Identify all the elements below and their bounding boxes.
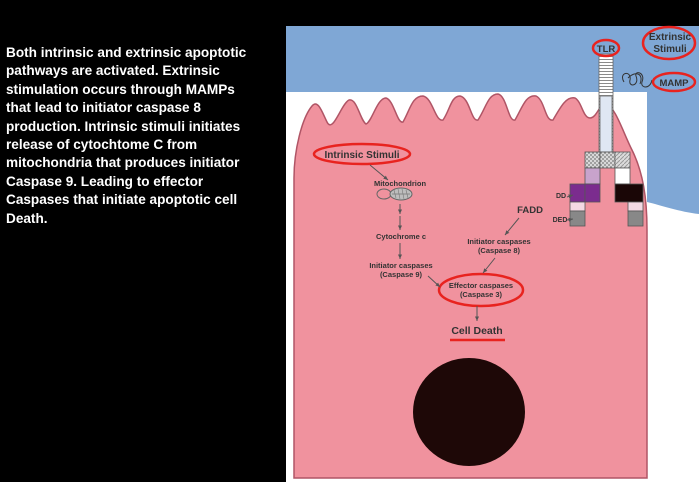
effector-label: Effector caspases <box>449 281 513 290</box>
tlr-highlight <box>591 38 621 58</box>
fadd-label: FADD <box>517 205 543 216</box>
caption-line: that lead to initiator caspase 8 <box>6 100 201 116</box>
receptor-block <box>569 183 586 203</box>
caption-line: mitochondria that produces initiator <box>6 155 240 171</box>
mitochondrion-label: Mitochondrion <box>374 179 426 188</box>
extrinsic-stimuli-highlight <box>641 25 697 61</box>
receptor-block <box>614 167 631 185</box>
arrow <box>566 194 574 199</box>
extracellular-space <box>286 26 699 214</box>
mitochondrion <box>376 187 413 201</box>
cell-death-label: Cell Death <box>451 325 502 337</box>
caption-line: release of cytochtome C from <box>6 137 198 153</box>
arrow <box>566 217 574 222</box>
receptor-block <box>614 183 644 203</box>
mamp-molecule <box>622 72 653 88</box>
tlr-label: TLR <box>597 44 616 55</box>
arrow <box>427 275 441 288</box>
extrinsic-stimuli-label: Extrinsic <box>649 32 692 43</box>
arrow <box>369 164 389 181</box>
receptor-block <box>569 210 586 227</box>
caption-line: production. Intrinsic stimuli initiates <box>6 118 241 134</box>
receptor-block <box>584 167 601 185</box>
cytochrome-label: Cytochrome c <box>376 232 426 241</box>
tlr-shaft <box>599 95 613 153</box>
arrow <box>504 217 520 236</box>
caption-line: pathways are activated. Extrinsic <box>6 63 220 79</box>
extrinsic-stimuli-label: Stimuli <box>653 44 687 55</box>
receptor-block <box>627 201 644 212</box>
intrinsic-stimuli-highlight <box>312 142 412 166</box>
mamp-highlight <box>651 71 697 93</box>
intrinsic-stimuli-label: Intrinsic Stimuli <box>324 150 399 161</box>
pathway-arrows <box>369 164 574 321</box>
caption-line: Caspases that initiate apoptotic cell <box>6 192 238 208</box>
receptor-block <box>614 151 631 169</box>
nucleus <box>413 358 525 466</box>
caption-line: Caspase 9. Leading to effector <box>6 173 204 189</box>
dd-label: DD <box>556 193 566 200</box>
caption-line: Both intrinsic and extrinsic apoptotic <box>6 45 247 60</box>
initiator8-label: (Caspase 8) <box>478 246 521 255</box>
receptor-block <box>584 151 601 169</box>
initiator8-label: Initiator caspases <box>467 237 530 246</box>
caption-text: Both intrinsic and extrinsic apoptotic p… <box>6 44 282 228</box>
initiator9-label: Initiator caspases <box>369 261 432 270</box>
caption-line: Death. <box>6 210 48 226</box>
initiator9-label: (Caspase 9) <box>380 270 423 279</box>
receptor-block <box>627 210 644 227</box>
ded-label: DED <box>553 217 568 224</box>
effector-label: (Caspase 3) <box>460 290 503 299</box>
receptor-block <box>584 183 601 203</box>
mamp-label: MAMP <box>659 78 689 89</box>
caption-line: stimulation occurs through MAMPs <box>6 81 235 97</box>
receptor-block <box>569 201 586 212</box>
receptor-block <box>599 151 616 169</box>
effector-highlight <box>437 272 525 308</box>
arrow <box>482 257 496 274</box>
